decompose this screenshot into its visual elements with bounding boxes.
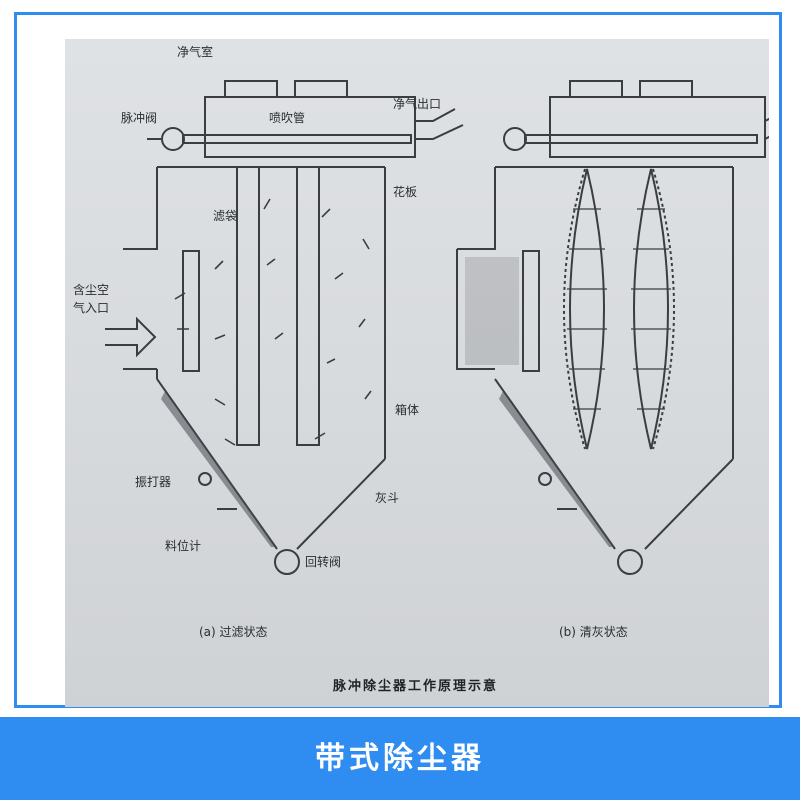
label-housing: 箱体 <box>395 403 420 417</box>
label-clean-outlet: 净气出口 <box>393 97 442 111</box>
clean-room-hatch <box>224 80 278 98</box>
vibrator-a <box>198 472 212 486</box>
hopper-a <box>156 378 386 550</box>
clean-room-box-b <box>549 96 766 158</box>
inlet-arrow <box>105 316 157 358</box>
label-dusty-inlet-1: 含尘空 <box>73 283 110 297</box>
banner-title: 带式除尘器 <box>315 741 485 776</box>
panel-b-label: (b) 清灰状态 <box>559 625 628 639</box>
diagram-caption: 脉冲除尘器工作原理示意 <box>333 679 499 694</box>
housing-left-a <box>123 167 158 379</box>
baffle-a <box>182 250 200 372</box>
image-frame: 净气室 净气出口 脉冲阀 喷吹管 花板 滤袋 含尘空 气入口 箱体 振打器 灰斗… <box>14 12 782 708</box>
label-vibrator: 振打器 <box>135 475 172 489</box>
label-pulse-valve: 脉冲阀 <box>121 111 158 125</box>
filter-bag-a2 <box>296 166 320 446</box>
label-tube-sheet: 花板 <box>393 185 418 199</box>
inflated-bag-b2 <box>633 168 669 450</box>
rotary-valve-a <box>274 549 300 575</box>
filter-bag-a1 <box>236 166 260 446</box>
label-filter-bag: 滤袋 <box>213 209 238 223</box>
clean-room-hatch <box>294 80 348 98</box>
blow-pipe-a <box>182 134 412 144</box>
label-dusty-inlet-2: 气入口 <box>73 301 110 315</box>
blow-pipe-b <box>524 134 758 144</box>
diagram-photo: 净气室 净气出口 脉冲阀 喷吹管 花板 滤袋 含尘空 气入口 箱体 振打器 灰斗… <box>65 39 769 707</box>
label-rotary-valve: 回转阀 <box>305 555 342 569</box>
label-hopper: 灰斗 <box>375 491 400 505</box>
label-level-meter: 料位计 <box>165 539 202 553</box>
rotary-valve-b <box>617 549 643 575</box>
diagram-drawing <box>105 80 769 575</box>
clean-outlet-duct <box>415 108 464 140</box>
label-clean-room: 净气室 <box>177 45 214 59</box>
pulse-valve-a <box>161 127 185 151</box>
pulse-valve-b <box>503 127 527 151</box>
label-blow-pipe: 喷吹管 <box>269 111 306 125</box>
inflated-bag-b1 <box>569 168 605 450</box>
vibrator-b <box>538 472 552 486</box>
panel-a-label: (a) 过滤状态 <box>199 625 268 639</box>
title-banner: 带式除尘器 <box>0 717 800 800</box>
clean-room-box <box>204 96 416 158</box>
baffle-b <box>522 250 540 372</box>
